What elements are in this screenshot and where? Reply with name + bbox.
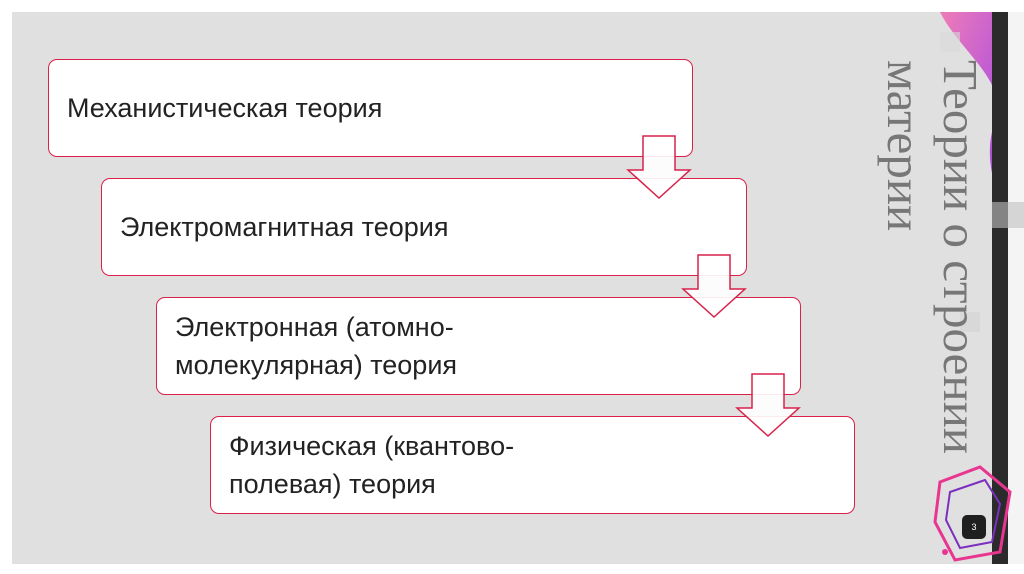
step-box-mechanistic: Механистическая теория	[48, 59, 693, 157]
step-box-electronic: Электронная (атомно- молекулярная) теори…	[156, 297, 801, 395]
down-arrow-icon	[735, 373, 801, 438]
slide-title: Теории о строении материи	[877, 60, 988, 455]
decorative-pattern	[900, 12, 1024, 564]
step-box-electromagnetic: Электромагнитная теория	[101, 178, 747, 276]
step-label: Электронная (атомно-	[175, 312, 454, 342]
down-arrow-icon	[681, 254, 747, 319]
slide-number-badge: 3	[962, 515, 986, 539]
step-label: Физическая (квантово-	[229, 431, 515, 461]
step-label: полевая) теория	[229, 469, 436, 499]
step-label: Механистическая теория	[67, 93, 383, 123]
step-box-physical: Физическая (квантово- полевая) теория	[210, 416, 855, 514]
step-label: молекулярная) теория	[175, 350, 458, 380]
step-label: Электромагнитная теория	[120, 212, 449, 242]
down-arrow-icon	[626, 135, 692, 200]
